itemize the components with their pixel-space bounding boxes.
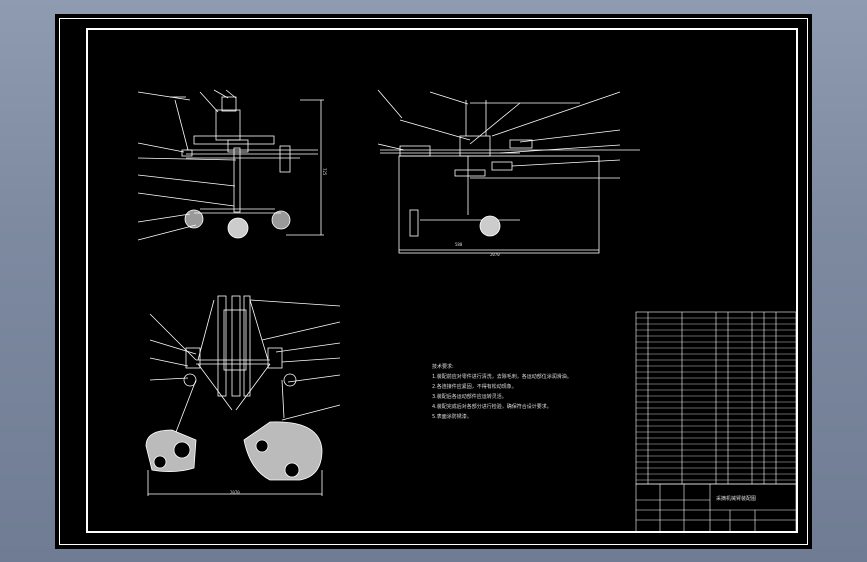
notes-heading: 技术要求: [432,364,454,370]
technical-notes: 技术要求: 1.装配前应对零件进行清洗，去除毛刺，各运动部位涂润滑油。 2.各连… [432,362,617,422]
inner-frame [86,28,798,533]
notes-line: 3.装配后各运动部件应运转灵活。 [432,394,507,400]
mechanism-view [145,295,341,496]
notes-line: 2.各连接件应紧固，不得有松动现象。 [432,384,517,390]
front-view [377,89,640,254]
title-block [635,483,797,533]
dim-front-width: 2070 [490,252,500,257]
parts-list [635,311,797,485]
side-view [137,89,324,241]
drawing-title: 采摘机械臂装配图 [716,496,757,502]
notes-line: 5.表面涂防锈漆。 [432,414,472,420]
notes-line: 4.装配完成后对各部分进行检验，确保符合设计要求。 [432,404,552,410]
notes-line: 1.装配前应对零件进行清洗，去除毛刺，各运动部位涂润滑油。 [432,374,572,380]
dim-front-sub: 580 [455,242,463,247]
dim-side-height: 725 [322,168,327,176]
outer-frame [59,18,808,545]
dim-bottom-width: 2070 [230,490,240,495]
